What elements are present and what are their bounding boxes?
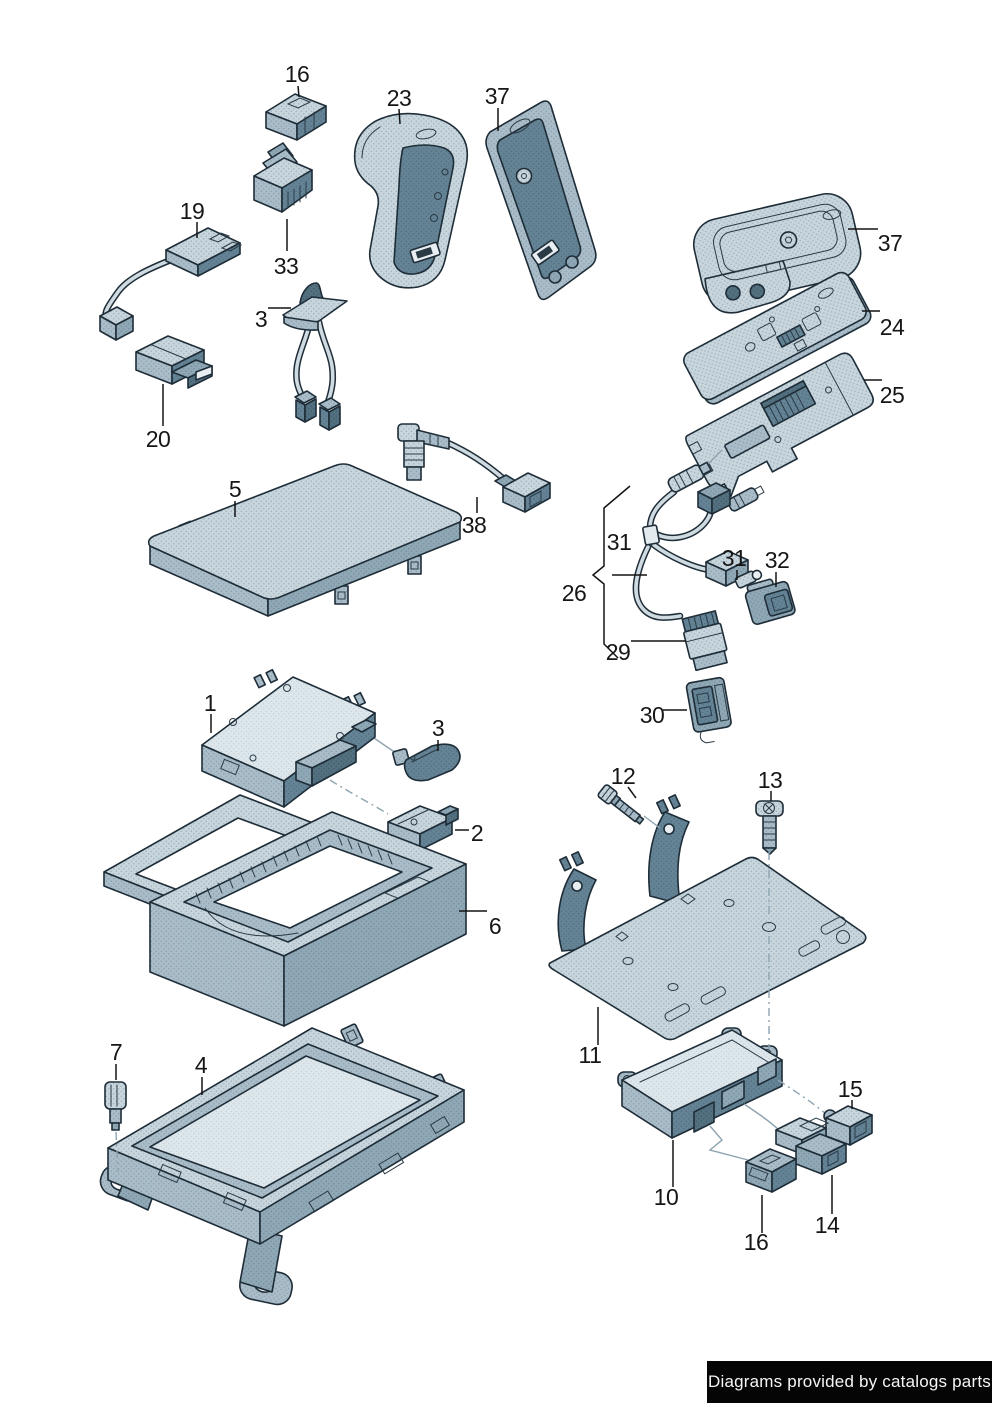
part-6-storage-insert-drawing — [103, 794, 467, 1027]
part-38-antenna-cable-drawing — [397, 423, 551, 513]
footer-text: Diagrams provided by catalogs parts — [708, 1372, 991, 1391]
part-label-10[interactable]: 10 — [654, 1184, 679, 1210]
part-7-screw-drawing — [104, 1081, 127, 1131]
footer-bar: Diagrams provided by catalogs parts — [707, 1361, 992, 1403]
part-29-connector — [681, 610, 728, 672]
part-33-connector-drawing — [253, 142, 313, 213]
part-23-cradle-shell-drawing — [353, 112, 469, 289]
part-3-antenna-stub-drawing — [392, 743, 461, 782]
part-16-bottom-connector-drawing — [708, 1125, 797, 1193]
part-10-control-unit-drawing — [617, 1027, 783, 1139]
part-25-antenna-module-drawing — [685, 352, 874, 512]
part-label-31-lower[interactable]: 31 — [722, 545, 747, 571]
part-label-1[interactable]: 1 — [204, 690, 217, 716]
part-5-cover-lid-drawing — [147, 463, 463, 617]
part-label-19[interactable]: 19 — [180, 198, 205, 224]
part-30-connector — [685, 676, 732, 744]
part-label-37-right[interactable]: 37 — [878, 230, 903, 256]
part-label-16-top[interactable]: 16 — [285, 61, 310, 87]
frame-latches — [157, 1115, 451, 1213]
fakra-barrel — [667, 461, 712, 493]
part-label-31-upper[interactable]: 31 — [607, 529, 632, 555]
part-label-32[interactable]: 32 — [765, 547, 790, 573]
part-label-26[interactable]: 26 — [562, 580, 587, 606]
part-label-33[interactable]: 33 — [274, 253, 299, 279]
part-label-4[interactable]: 4 — [195, 1052, 209, 1078]
part-label-5[interactable]: 5 — [229, 476, 242, 502]
leader-lines — [115, 85, 882, 1233]
part-4-mounting-frame-drawing — [99, 1023, 465, 1306]
bracket-arms — [557, 794, 690, 952]
part-37-cradle-back-drawing — [485, 100, 597, 301]
part-24-carrier-plate-drawing — [683, 271, 872, 405]
part-label-16-bottom[interactable]: 16 — [744, 1229, 769, 1255]
part-number-labels: 16 23 37 19 33 3 20 37 24 25 5 38 31 26 … — [110, 61, 906, 1255]
part-label-20[interactable]: 20 — [146, 426, 171, 452]
part-19-interface-module-drawing — [99, 227, 243, 341]
part-14-connector-drawing — [743, 1103, 847, 1175]
part-12-screw-drawing — [597, 784, 645, 825]
part-label-11[interactable]: 11 — [579, 1042, 602, 1068]
part-11-bracket-plate-drawing — [548, 794, 867, 1041]
part-label-3-antenna[interactable]: 3 — [255, 306, 268, 332]
part-label-6[interactable]: 6 — [489, 913, 502, 939]
part-label-29[interactable]: 29 — [606, 639, 631, 665]
part-label-13[interactable]: 13 — [758, 767, 783, 793]
part-label-37-top[interactable]: 37 — [485, 83, 510, 109]
bracket-holes — [615, 893, 850, 1022]
part-label-12[interactable]: 12 — [611, 763, 636, 789]
part-3-roof-antenna-drawing — [282, 282, 348, 431]
part-26-wiring-harness-drawing — [591, 449, 796, 744]
part-label-38[interactable]: 38 — [462, 512, 487, 538]
part-label-23[interactable]: 23 — [387, 85, 412, 111]
part-32-connector — [744, 578, 796, 625]
part-1-control-module-drawing — [201, 668, 397, 815]
part-label-25[interactable]: 25 — [880, 382, 905, 408]
brace-26 — [591, 485, 631, 659]
part-label-30[interactable]: 30 — [640, 702, 665, 728]
part-37-cradle-base-drawing — [692, 193, 862, 314]
part-20-connector-drawing — [135, 335, 213, 389]
part-label-24[interactable]: 24 — [880, 314, 906, 340]
part-label-15[interactable]: 15 — [838, 1076, 863, 1102]
part-16-connector-drawing — [265, 93, 327, 141]
part-label-14[interactable]: 14 — [815, 1212, 841, 1238]
part-13-screw-drawing — [755, 800, 784, 855]
part-label-7[interactable]: 7 — [110, 1039, 123, 1065]
part-15-connector-drawing — [777, 1079, 873, 1146]
foam-ribs — [195, 834, 393, 904]
part-label-3-stub[interactable]: 3 — [432, 715, 445, 741]
part-label-2[interactable]: 2 — [471, 820, 484, 846]
